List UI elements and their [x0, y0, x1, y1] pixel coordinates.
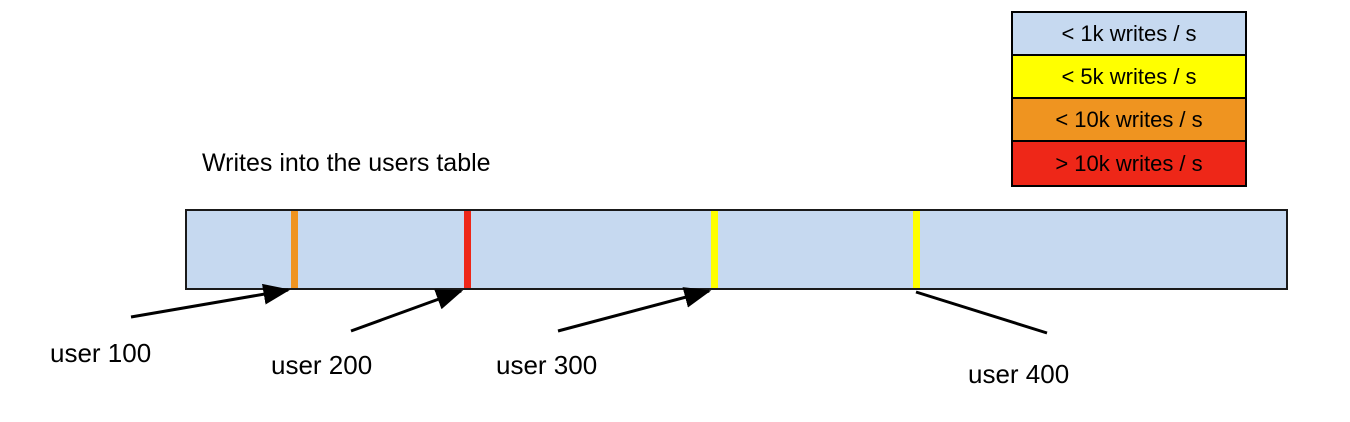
legend-item-lt-10k: < 10k writes / s — [1013, 99, 1245, 142]
user-400-label: user 400 — [968, 359, 1070, 389]
user-200-marker — [464, 211, 471, 288]
user-200-arrow — [350, 289, 464, 333]
legend-label: < 5k writes / s — [1061, 63, 1197, 89]
user-400-arrow — [915, 290, 1048, 335]
user-100-marker — [291, 211, 298, 288]
legend-item-lt-1k: < 1k writes / s — [1013, 13, 1245, 56]
user-300-label: user 300 — [496, 350, 598, 380]
legend-item-lt-5k: < 5k writes / s — [1013, 56, 1245, 99]
user-300-arrow — [557, 287, 712, 333]
legend: < 1k writes / s < 5k writes / s < 10k wr… — [1011, 11, 1247, 187]
legend-label: > 10k writes / s — [1055, 150, 1203, 176]
user-300-marker — [711, 211, 718, 288]
user-400-marker — [913, 211, 920, 288]
chart-caption: Writes into the users table — [202, 149, 491, 177]
legend-item-gt-10k: > 10k writes / s — [1013, 142, 1245, 185]
user-100-arrow — [130, 283, 291, 319]
legend-label: < 1k writes / s — [1061, 20, 1197, 46]
user-200-label: user 200 — [271, 350, 373, 380]
users-table-bar — [185, 209, 1288, 290]
legend-label: < 10k writes / s — [1055, 106, 1203, 132]
user-100-label: user 100 — [50, 338, 152, 368]
